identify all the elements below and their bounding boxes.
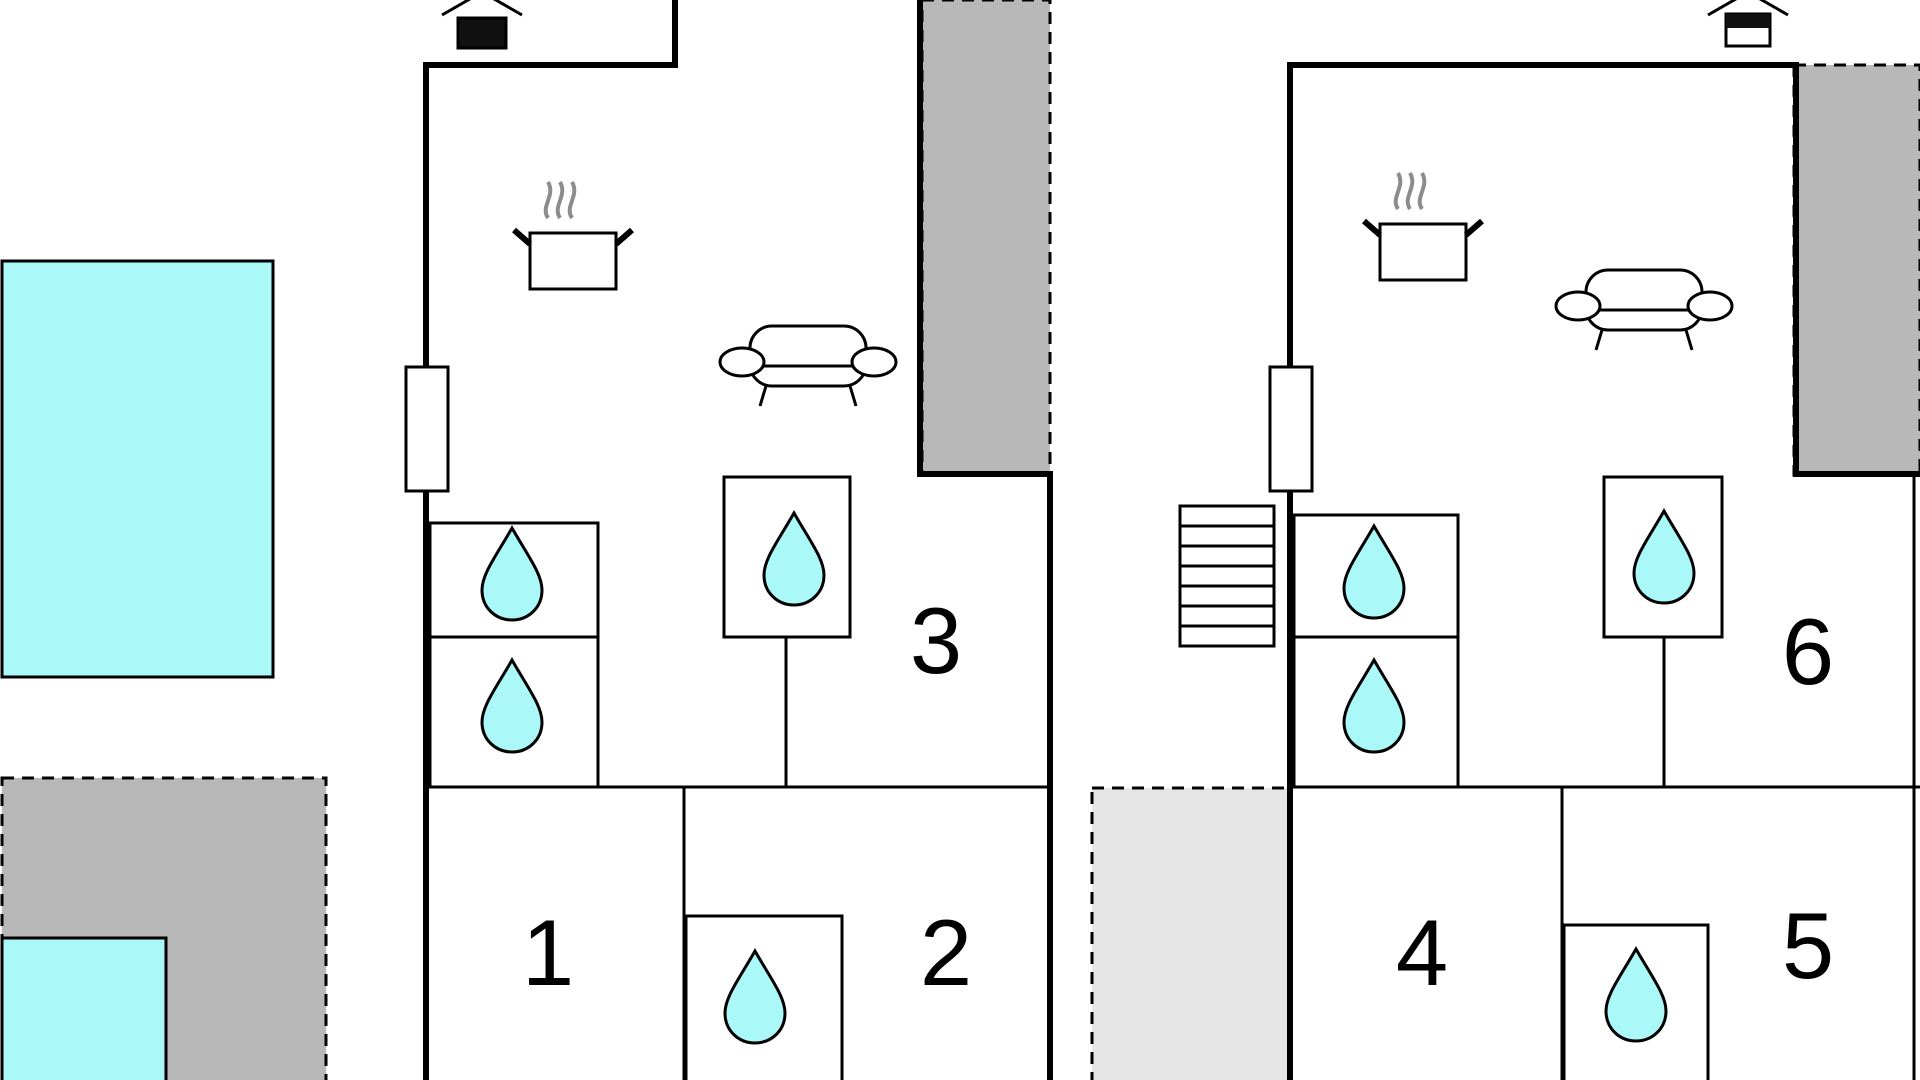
swimming-pool-small (0, 936, 168, 1080)
water-drop-icon (1342, 524, 1406, 620)
sofa-icon (718, 324, 898, 408)
window-icon (404, 365, 450, 493)
terrace-left-unit (920, 0, 1052, 475)
cooking-pot-icon (514, 182, 632, 289)
cooking-pot-icon (1364, 173, 1482, 280)
swimming-pool-large (0, 259, 275, 679)
water-drop-icon (762, 511, 826, 607)
room-number-6: 6 (1782, 599, 1834, 704)
water-drop-icon (480, 526, 544, 622)
water-drop-icon (1342, 658, 1406, 754)
left-unit-outer-wall (423, 0, 678, 1080)
water-drop-icon (1632, 509, 1696, 605)
stairs-icon (1178, 504, 1276, 648)
bathroom-box (1602, 475, 1724, 639)
bathroom-box (428, 635, 600, 789)
room-number-5: 5 (1782, 893, 1834, 998)
room-number-4: 4 (1396, 900, 1448, 1005)
entrance-door-icon (1707, 0, 1789, 48)
room-number-3: 3 (910, 588, 962, 693)
bathroom-box (1562, 923, 1710, 1080)
left-unit-east-wall (917, 0, 1053, 1080)
bathroom-box (684, 914, 844, 1080)
water-drop-icon (480, 658, 544, 754)
room-number-2: 2 (920, 900, 972, 1005)
entrance-door-icon (441, 0, 523, 50)
room-number-1: 1 (522, 900, 574, 1005)
terrace-right-unit-light (1090, 786, 1292, 1080)
window-icon (1268, 365, 1314, 493)
bathroom-box (1292, 635, 1460, 789)
terrace-right-unit (1792, 63, 1920, 477)
bathroom-box (722, 475, 852, 639)
sofa-icon (1554, 268, 1734, 352)
water-drop-icon (1604, 947, 1668, 1043)
water-drop-icon (723, 949, 787, 1045)
